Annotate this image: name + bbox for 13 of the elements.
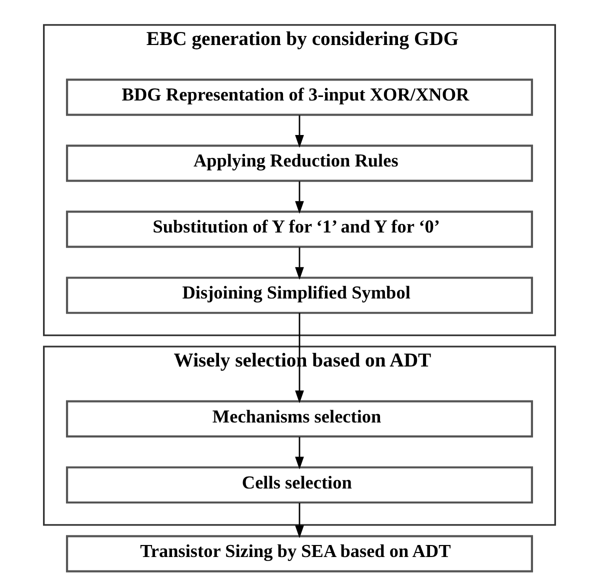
arrow: [294, 181, 304, 214]
node-box: Substitution of Y for ‘1’ and Y for ‘0’: [65, 210, 533, 248]
node-box: Disjoining Simplified Symbol: [65, 276, 533, 314]
arrow: [294, 247, 304, 280]
arrow: [294, 115, 304, 148]
node-box: BDG Representation of 3-input XOR/XNOR: [65, 78, 533, 116]
arrow: [294, 436, 304, 470]
node-box: Applying Reduction Rules: [65, 144, 533, 182]
arrow: [294, 313, 304, 404]
node-box: Mechanisms selection: [65, 400, 533, 438]
node-box: Cells selection: [65, 466, 533, 504]
node-box: Transistor Sizing by SEA based on ADT: [65, 535, 533, 572]
arrow: [294, 503, 304, 538]
